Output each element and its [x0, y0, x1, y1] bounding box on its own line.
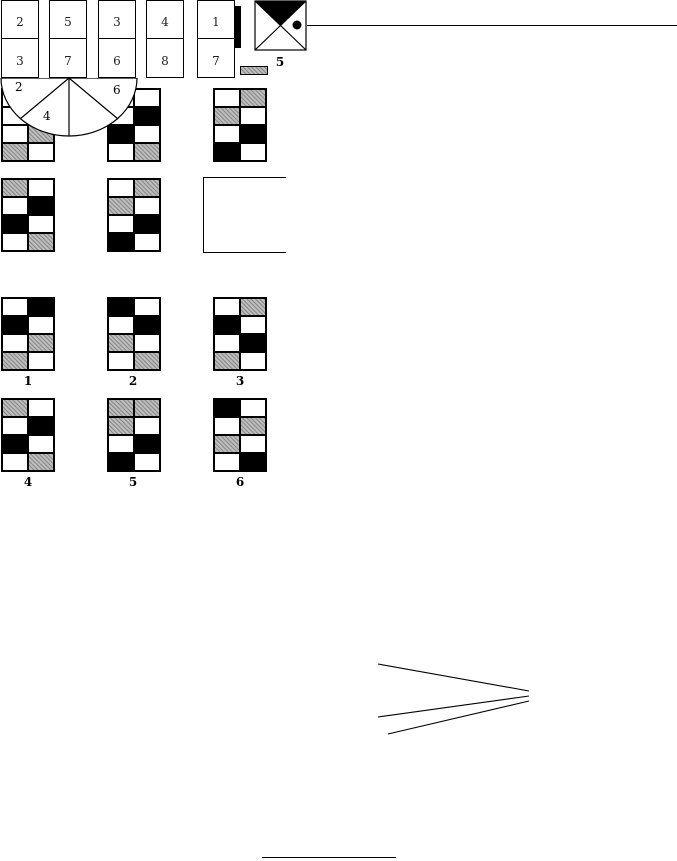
fan-figure [0, 78, 138, 137]
fan-number-1: 2 [15, 80, 23, 94]
option-1-grid [1, 297, 55, 371]
grid-row1-right [213, 88, 267, 162]
number-card-5: 1 7 [197, 0, 235, 78]
number-card-4: 4 8 [146, 0, 184, 78]
bottom-rule [262, 857, 396, 858]
grid-row2-left [1, 178, 55, 252]
option-3-grid [213, 297, 267, 371]
option-label-2: 2 [128, 374, 138, 388]
number-card-1: 2 3 [1, 0, 39, 78]
option-6-grid [213, 398, 267, 472]
option-label-1: 1 [23, 374, 33, 388]
converging-lines-figure [377, 663, 530, 735]
fan-number-3: 6 [113, 83, 121, 97]
top-rule [307, 25, 677, 26]
grid-row2-middle [107, 178, 161, 252]
option-label-4: 4 [23, 475, 33, 489]
blank-answer-box [203, 177, 286, 253]
number-card-2: 5 7 [49, 0, 87, 78]
number-card-3: 3 6 [98, 0, 136, 78]
fan-number-2: 4 [43, 109, 51, 123]
option-4-grid [1, 398, 55, 472]
option-label-3: 3 [235, 374, 245, 388]
option-5-grid [107, 398, 161, 472]
option-label-6: 6 [235, 475, 245, 489]
gray-strip [240, 66, 268, 75]
crossed-square-figure [254, 0, 307, 51]
option-2-grid [107, 297, 161, 371]
option-label-5: 5 [128, 475, 138, 489]
black-tab [235, 6, 241, 48]
corner-number: 5 [275, 55, 285, 69]
